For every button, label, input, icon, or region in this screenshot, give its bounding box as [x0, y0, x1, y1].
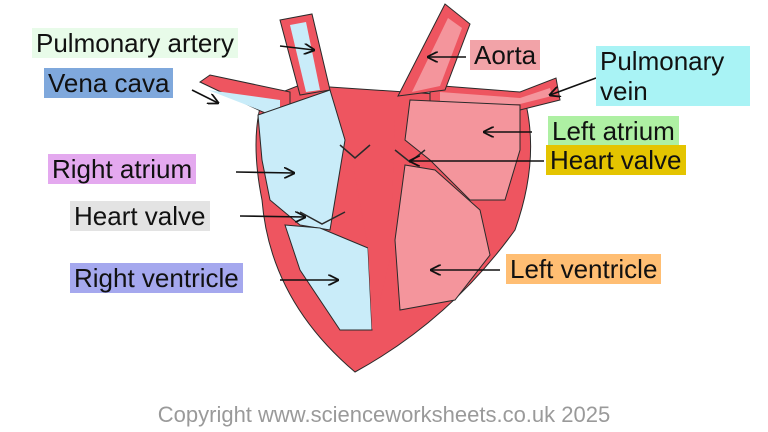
- semilunar-valve-shape: [339, 144, 371, 159]
- label-left-ventricle: Left ventricle: [506, 254, 662, 284]
- arrow-pulmonary-artery: [279, 46, 314, 50]
- label-right-atrium: Right atrium: [48, 154, 197, 184]
- label-pulmonary-vein-line2: vein: [600, 76, 648, 106]
- label-pulmonary-vein: Pulmonary vein: [596, 46, 750, 106]
- left-atrium-chamber: [404, 99, 521, 201]
- arrow-pulmonary-vein: [550, 77, 597, 95]
- heart-valve-left-shape: [299, 211, 346, 225]
- label-right-ventricle: Right ventricle: [70, 263, 243, 293]
- label-aorta: Aorta: [470, 40, 541, 70]
- label-heart-valve-right: Heart valve: [546, 145, 686, 175]
- copyright-text: Copyright www.scienceworksheets.co.uk 20…: [157, 402, 611, 427]
- arrow-right-atrium: [235, 172, 294, 173]
- left-ventricle-chamber: [394, 164, 491, 311]
- arrow-vena-cava: [191, 89, 218, 103]
- label-pulmonary-vein-line1: Pulmonary: [600, 46, 725, 76]
- label-vena-cava: Vena cava: [44, 68, 174, 98]
- label-left-atrium: Left atrium: [548, 116, 679, 146]
- label-pulmonary-artery: Pulmonary artery: [32, 28, 238, 58]
- label-heart-valve-left: Heart valve: [70, 201, 210, 231]
- vena-cava-lumen: [208, 90, 280, 118]
- arrow-heart-valve-left: [239, 216, 305, 217]
- septum: [345, 120, 395, 330]
- pulmonary-artery-lumen: [290, 22, 320, 92]
